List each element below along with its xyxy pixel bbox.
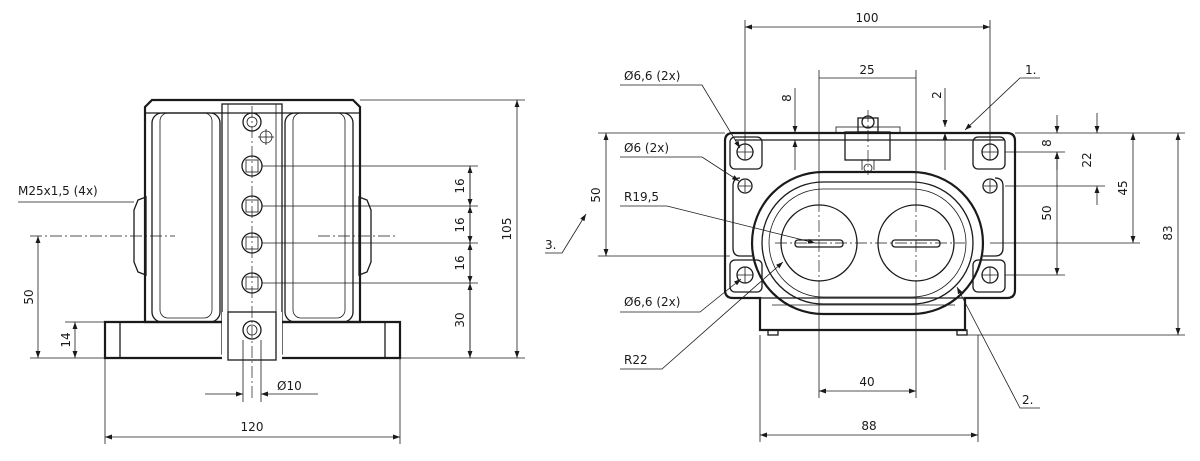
front-view: 100 25 8 2 8 22 45 50 83 50 Ø6,6 (2x) Ø6…: [545, 11, 1185, 442]
width-top-label: 100: [856, 11, 879, 25]
dim-83-label: 83: [1161, 225, 1175, 240]
dim-2-label: 2: [930, 91, 944, 99]
width-total-label: 120: [241, 420, 264, 434]
pitch-label-1: 16: [453, 178, 467, 193]
radius-195-label: R19,5: [624, 190, 659, 204]
dim-50-left-label: 50: [589, 187, 603, 202]
right-cable-gland: [358, 196, 372, 276]
pitch-label-bottom: 30: [453, 312, 467, 327]
height-total-label: 105: [500, 218, 514, 241]
dim-50-right-label: 50: [1040, 205, 1054, 220]
callout-1-label: 1.: [1025, 63, 1036, 77]
hole-66-top-label: Ø6,6 (2x): [624, 69, 680, 83]
width-88-label: 88: [861, 419, 876, 433]
top-screw: [242, 112, 274, 145]
center-height-label: 50: [22, 289, 36, 304]
button-housing: [750, 170, 985, 316]
radius-22-label: R22: [624, 353, 648, 367]
callout-2-label: 2.: [1022, 393, 1033, 407]
dim-45-label: 45: [1116, 180, 1130, 195]
dim-22-label: 22: [1080, 152, 1094, 167]
top-latch: [835, 115, 901, 173]
dim-8-right-label: 8: [1040, 139, 1054, 147]
hole-6-label: Ø6 (2x): [624, 141, 669, 155]
spacing-40-label: 40: [859, 375, 874, 389]
pitch-label-3: 16: [453, 255, 467, 270]
mounting-holes: [736, 143, 999, 284]
base-height-label: 14: [59, 332, 73, 347]
left-cable-gland: [133, 196, 147, 276]
side-view: M25x1,5 (4x) 16 16 16 30 105 50 14 Ø10 1…: [18, 98, 525, 444]
thread-label: M25x1,5 (4x): [18, 184, 98, 198]
pitch-label-2: 16: [453, 217, 467, 232]
spacing-25-label: 25: [859, 63, 874, 77]
callout-3-label: 3.: [545, 238, 556, 252]
dim-8-top-label: 8: [780, 94, 794, 102]
hole-66-bottom-label: Ø6,6 (2x): [624, 295, 680, 309]
hole-diameter-label: Ø10: [277, 379, 302, 393]
